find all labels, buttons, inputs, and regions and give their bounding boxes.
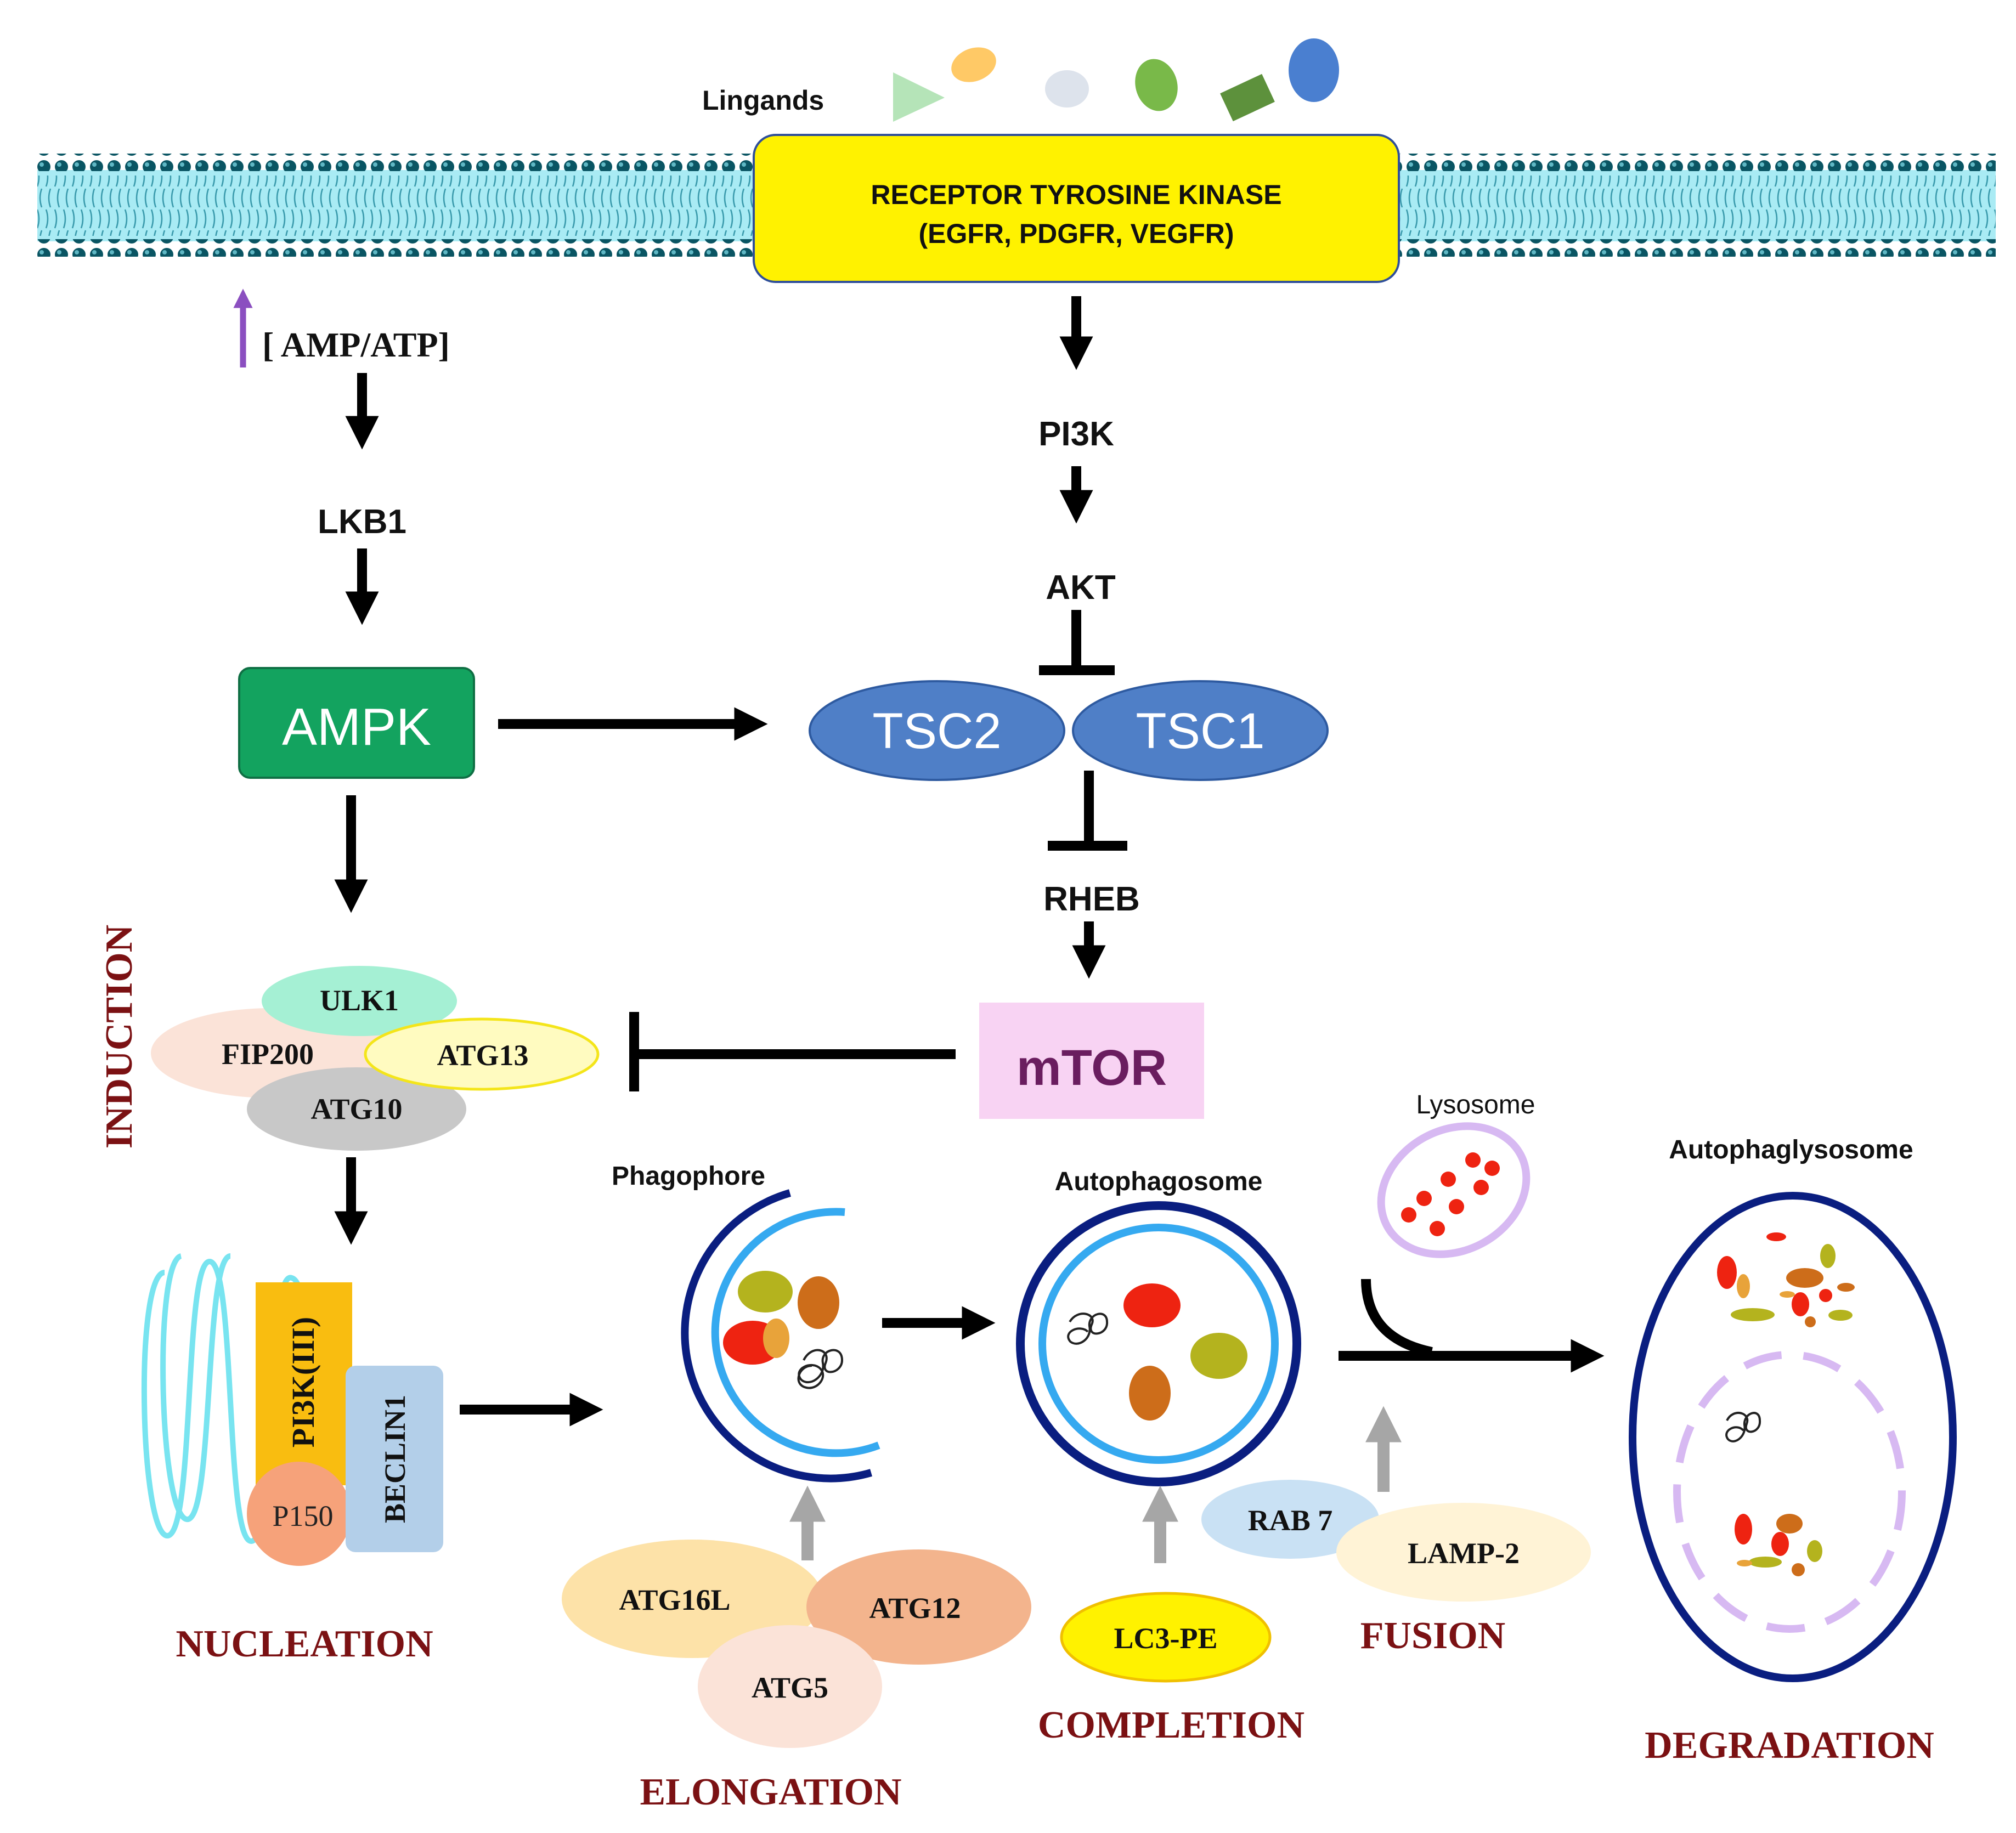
- tsc1-label: TSC1: [1136, 703, 1264, 759]
- ligands-label: Lingands: [702, 85, 824, 116]
- atg13-label: ATG13: [437, 1039, 528, 1072]
- lysosome: [1377, 1122, 1531, 1258]
- cargo-orange-small: [763, 1319, 789, 1358]
- autophagosome-cargo-red: [1123, 1283, 1181, 1327]
- ulk1-label: ULK1: [320, 984, 399, 1017]
- rab7-label: RAB 7: [1248, 1504, 1333, 1537]
- inhibit-mtor-to-ulk: [629, 1012, 956, 1091]
- fusion-proteins: RAB 7 LAMP-2: [1201, 1480, 1591, 1602]
- cargo-olive: [738, 1271, 793, 1312]
- fip200-label: FIP200: [222, 1038, 314, 1071]
- lc3-pe-node: LC3-PE: [1060, 1592, 1272, 1683]
- phagophore: [681, 1189, 880, 1483]
- receptor-label-line2: (EGFR, PDGFR, VEGFR): [919, 218, 1234, 249]
- mtor-node: mTOR: [979, 1003, 1204, 1119]
- phagophore-outer-membrane: [681, 1189, 872, 1483]
- beclin1-box: [346, 1366, 443, 1552]
- autolysosome-inner-vesicle: [1673, 1351, 1906, 1633]
- atg5-oval: [698, 1625, 882, 1748]
- p150-label: P150: [272, 1500, 333, 1532]
- phagophore-inner-membrane: [711, 1208, 880, 1457]
- phagophore-label: Phagophore: [612, 1162, 765, 1191]
- stage-completion: COMPLETION: [1038, 1704, 1305, 1746]
- cargo-orange: [798, 1276, 839, 1329]
- stage-fusion: FUSION: [1360, 1615, 1505, 1657]
- atg16l-label: ATG16L: [619, 1583, 730, 1616]
- autolysosome-label: Autophaglysosome: [1669, 1135, 1913, 1164]
- autophagosome-protein-aggregate: [1067, 1312, 1108, 1345]
- autophagosome-cargo-olive: [1190, 1333, 1247, 1379]
- ampk-label: AMPK: [282, 698, 431, 756]
- stage-induction: INDUCTION: [98, 925, 140, 1149]
- stage-degradation: DEGRADATION: [1645, 1724, 1934, 1767]
- inhibit-tsc-to-rheb: [1048, 771, 1127, 851]
- ligand-orange-oval: [951, 47, 996, 82]
- fusion-arrow: [1339, 1278, 1605, 1373]
- inhibit-akt-to-tsc: [1039, 610, 1115, 675]
- atg10-oval: [247, 1067, 466, 1151]
- ligand-green-oval: [1135, 59, 1178, 111]
- pi3k3-label: PI3K(III): [285, 1317, 321, 1447]
- rab7-oval: [1201, 1480, 1379, 1559]
- lamp2-label: LAMP-2: [1408, 1537, 1520, 1570]
- pi3k-label: PI3K: [1038, 415, 1114, 453]
- ligand-shapes: [893, 38, 1339, 122]
- stage-elongation: ELONGATION: [640, 1771, 901, 1813]
- atg13-oval: [364, 1017, 600, 1091]
- ligand-triangle: [893, 72, 945, 122]
- autophagosome-label: Autophagosome: [1055, 1167, 1263, 1196]
- autophagosome: [1016, 1201, 1301, 1486]
- ampk-node: AMPK: [238, 667, 475, 779]
- atg5-label: ATG5: [752, 1671, 828, 1704]
- ligand-green-rect: [1220, 73, 1275, 122]
- lc3-label: LC3-PE: [1114, 1622, 1218, 1655]
- atg10-label: ATG10: [310, 1093, 402, 1125]
- tsc2-oval: [809, 680, 1065, 781]
- autolysosome: [1629, 1192, 1957, 1682]
- atg12-oval: [806, 1549, 1031, 1665]
- ulk-complex: ULK1 FIP200 ATG13 ATG10: [151, 966, 600, 1151]
- cargo-protein-aggregate: [797, 1349, 844, 1389]
- ulk1-oval: [262, 966, 457, 1036]
- stage-nucleation: NUCLEATION: [176, 1623, 433, 1665]
- nucleation-complex: PI3K(III) BECLIN1 P150: [141, 1253, 443, 1566]
- mtor-label: mTOR: [1017, 1040, 1167, 1096]
- lamp2-oval: [1336, 1503, 1591, 1602]
- receptor-label-line1: RECEPTOR TYROSINE KINASE: [871, 179, 1281, 210]
- atg12-label: ATG12: [869, 1592, 961, 1625]
- beclin1-label: BECLIN1: [379, 1395, 411, 1523]
- tsc1-oval: [1072, 680, 1329, 781]
- tsc2-label: TSC2: [872, 703, 1001, 759]
- pi3k3-box: [256, 1282, 352, 1485]
- ligand-blue-oval: [1289, 38, 1339, 102]
- lkb1-label: LKB1: [318, 503, 406, 541]
- atg16l-oval: [562, 1540, 823, 1658]
- rheb-label: RHEB: [1043, 880, 1140, 918]
- autophagosome-cargo-orange: [1129, 1366, 1171, 1421]
- tsc-complex: TSC2 TSC1: [809, 680, 1329, 781]
- amp-atp-label: [ AMP/ATP]: [262, 325, 450, 364]
- receptor-tyrosine-kinase: RECEPTOR TYROSINE KINASE (EGFR, PDGFR, V…: [753, 134, 1400, 283]
- p150-circle: [247, 1462, 351, 1566]
- elongation-complex: ATG16L ATG12 ATG5: [562, 1540, 1031, 1748]
- ligand-gray-oval: [1045, 70, 1089, 108]
- akt-label: AKT: [1046, 569, 1116, 607]
- lysosome-label: Lysosome: [1416, 1090, 1535, 1119]
